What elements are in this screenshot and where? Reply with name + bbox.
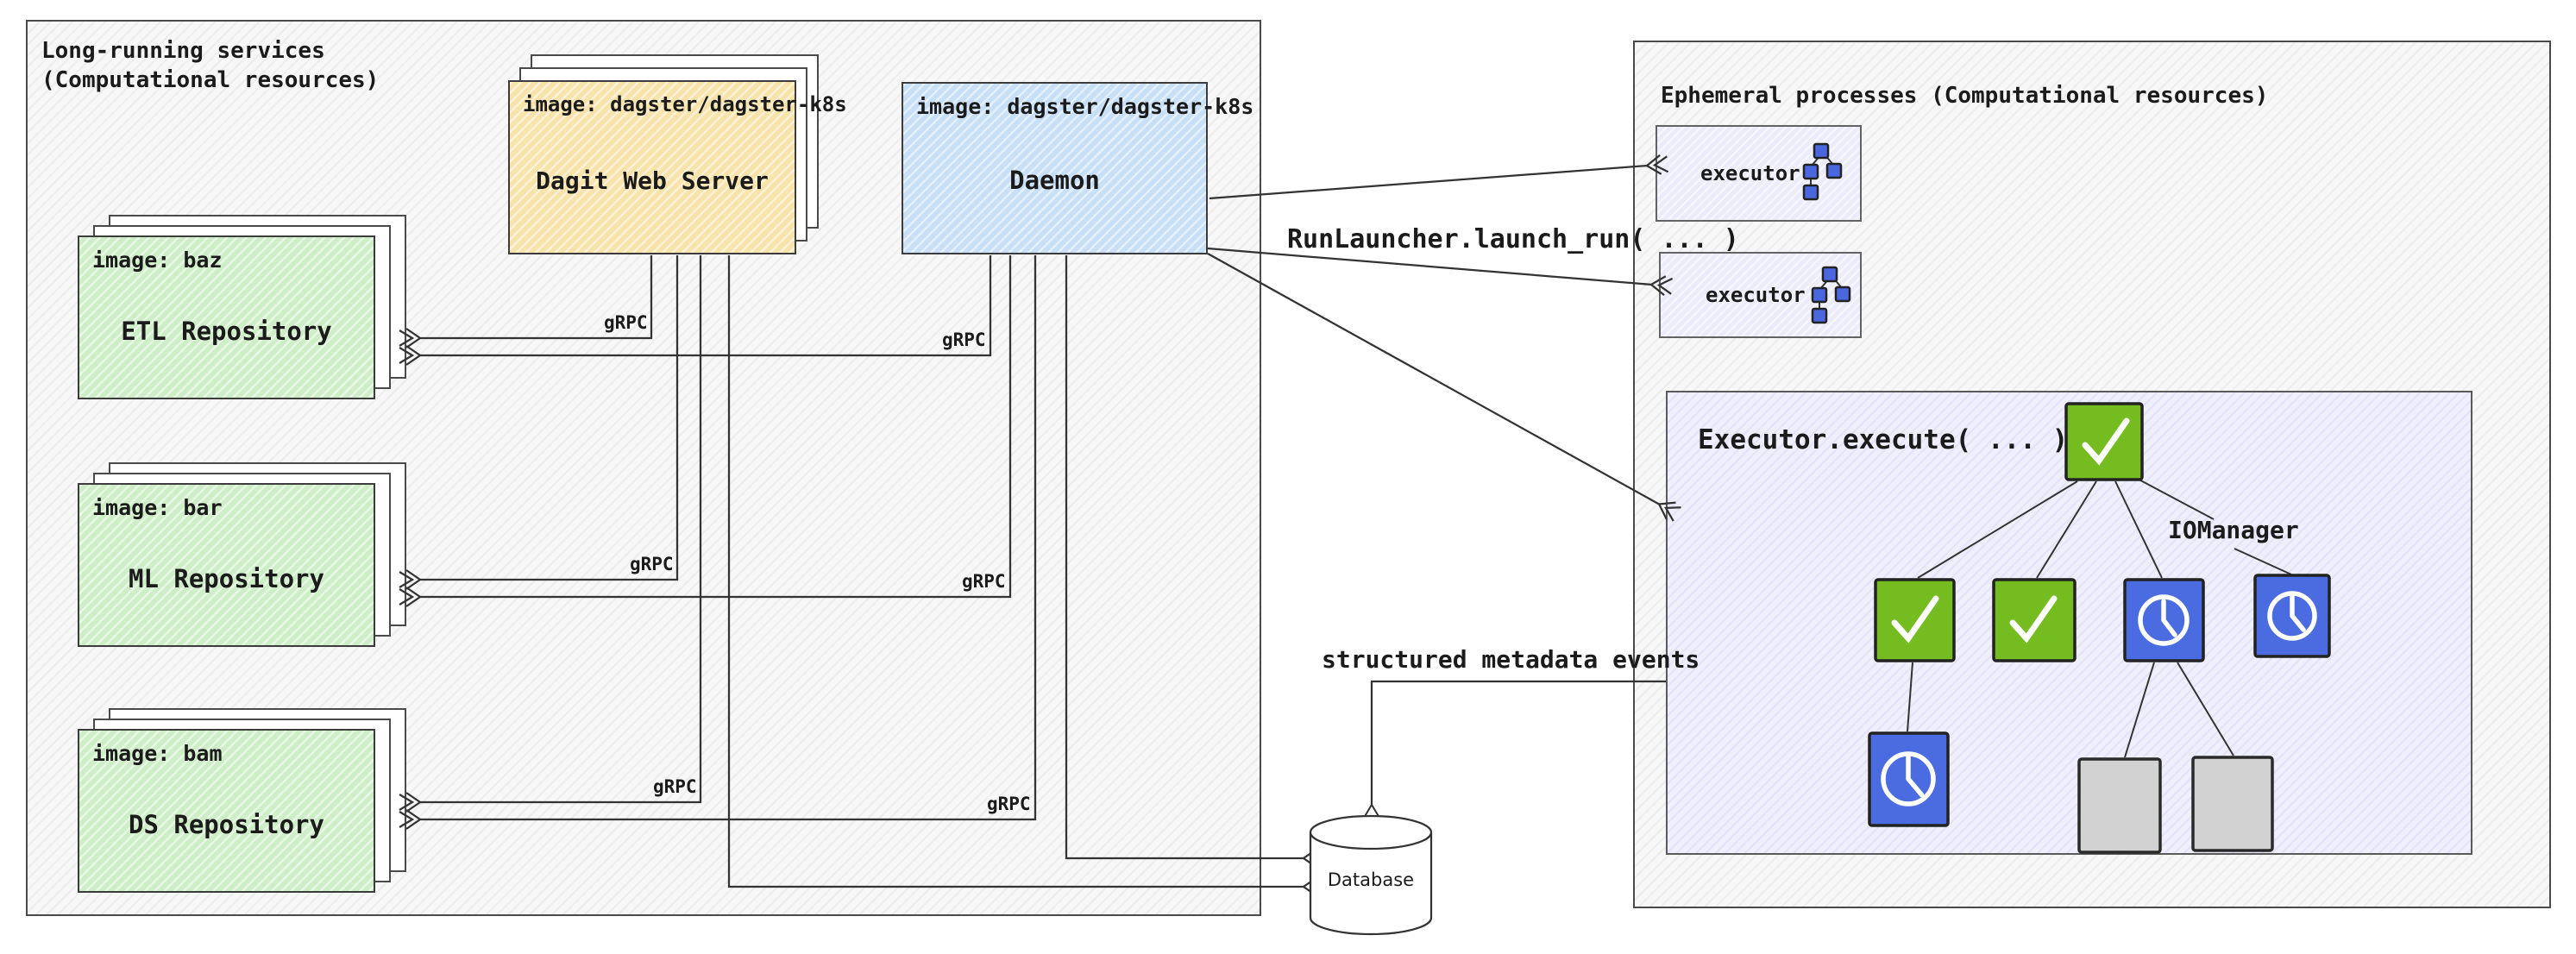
iomanager-label: IOManager <box>2168 516 2299 544</box>
grpc-label-dagit-ds: gRPC <box>653 776 697 797</box>
executor-box-1: executor <box>1656 125 1862 222</box>
ds-repository-card: image: bam DS Repository <box>78 729 375 893</box>
executor-box-2: executor <box>1659 252 1862 338</box>
launch-run-arrow-executor-1 <box>1209 154 1669 200</box>
grpc-label-daemon-ds: gRPC <box>987 794 1031 814</box>
left-panel-title: Long-running services (Computational reso… <box>41 36 379 95</box>
executor-1-label: executor <box>1700 161 1800 185</box>
etl-image-label: image: baz <box>92 248 223 273</box>
executor-execute-box <box>1666 391 2472 855</box>
etl-repository-card: image: baz ETL Repository <box>78 235 375 399</box>
dagit-web-server-card: image: dagster/dagster-k8s Dagit Web Ser… <box>508 80 847 254</box>
launch-run-arrow-executor-execute <box>1207 253 1681 522</box>
daemon-title: Daemon <box>1009 166 1100 195</box>
etl-title: ETL Repository <box>121 317 332 346</box>
ml-repository-card: image: bar ML Repository <box>78 483 375 647</box>
executor-2-label: executor <box>1706 283 1806 307</box>
run-launcher-label: RunLauncher.launch_run( ... ) <box>1287 224 1739 254</box>
ds-image-label: image: bam <box>92 741 223 766</box>
mini-dag-icon <box>1811 266 1851 324</box>
ml-title: ML Repository <box>129 564 324 593</box>
database-label: Database <box>1327 869 1415 890</box>
dagit-title: Dagit Web Server <box>536 166 769 195</box>
left-panel-title-line1: Long-running services <box>41 38 325 64</box>
ds-title: DS Repository <box>129 810 324 839</box>
daemon-card: image: dagster/dagster-k8s Daemon <box>902 82 1253 254</box>
mini-dag-icon <box>1802 142 1843 201</box>
dagit-image-label: image: dagster/dagster-k8s <box>523 92 847 116</box>
daemon-image-label: image: dagster/dagster-k8s <box>916 94 1254 119</box>
grpc-label-daemon-ml: gRPC <box>962 571 1006 592</box>
metadata-events-arrow <box>1363 680 1666 819</box>
executor-execute-label: Executor.execute( ... ) <box>1698 424 2069 455</box>
grpc-label-dagit-etl: gRPC <box>604 312 648 333</box>
left-panel-title-line2: (Computational resources) <box>41 67 380 93</box>
grpc-label-daemon-etl: gRPC <box>942 330 986 350</box>
right-panel-title: Ephemeral processes (Computational resou… <box>1661 83 2269 109</box>
ml-image-label: image: bar <box>92 495 223 520</box>
metadata-events-label: structured metadata events <box>1322 645 1700 674</box>
grpc-label-dagit-ml: gRPC <box>630 554 674 574</box>
